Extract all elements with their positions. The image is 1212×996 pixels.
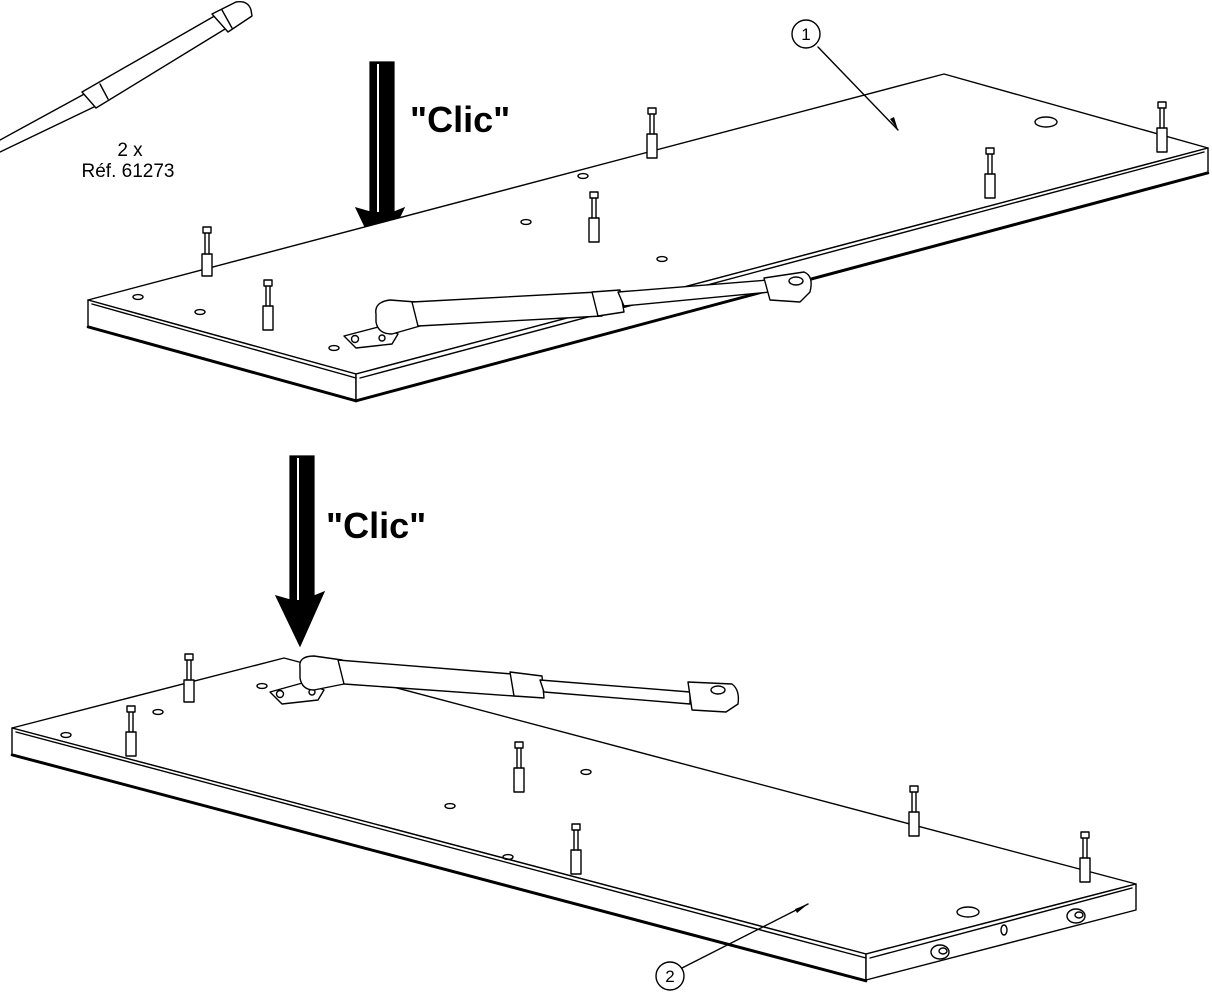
clic-label-top: "Clic" — [410, 99, 510, 140]
screwdriver-tool — [0, 0, 253, 153]
pin — [570, 823, 582, 875]
pin — [908, 785, 920, 837]
pin — [588, 191, 600, 243]
pin — [201, 226, 213, 277]
panel-2 — [10, 653, 1137, 991]
pin — [262, 279, 274, 331]
callout-2 — [655, 903, 809, 991]
side-knob — [930, 944, 950, 960]
pin — [984, 147, 996, 199]
gas-strut — [269, 655, 740, 713]
side-knob — [1066, 908, 1086, 924]
pin — [1079, 831, 1091, 883]
pin — [1156, 101, 1168, 153]
reference-label: Réf. 61273 — [82, 161, 175, 182]
pin — [125, 705, 137, 757]
callout-1-label: 1 — [801, 25, 810, 44]
quantity-label: 2 x — [117, 140, 143, 161]
callout-2-label: 2 — [665, 967, 674, 986]
pin — [183, 653, 195, 703]
clic-label-bottom: "Clic" — [326, 505, 426, 546]
pin — [646, 107, 658, 159]
panel-1 — [86, 19, 1210, 403]
callout-1 — [791, 19, 899, 131]
push-arrow-bottom — [274, 455, 326, 648]
pin — [513, 741, 525, 793]
gas-strut — [343, 271, 812, 349]
